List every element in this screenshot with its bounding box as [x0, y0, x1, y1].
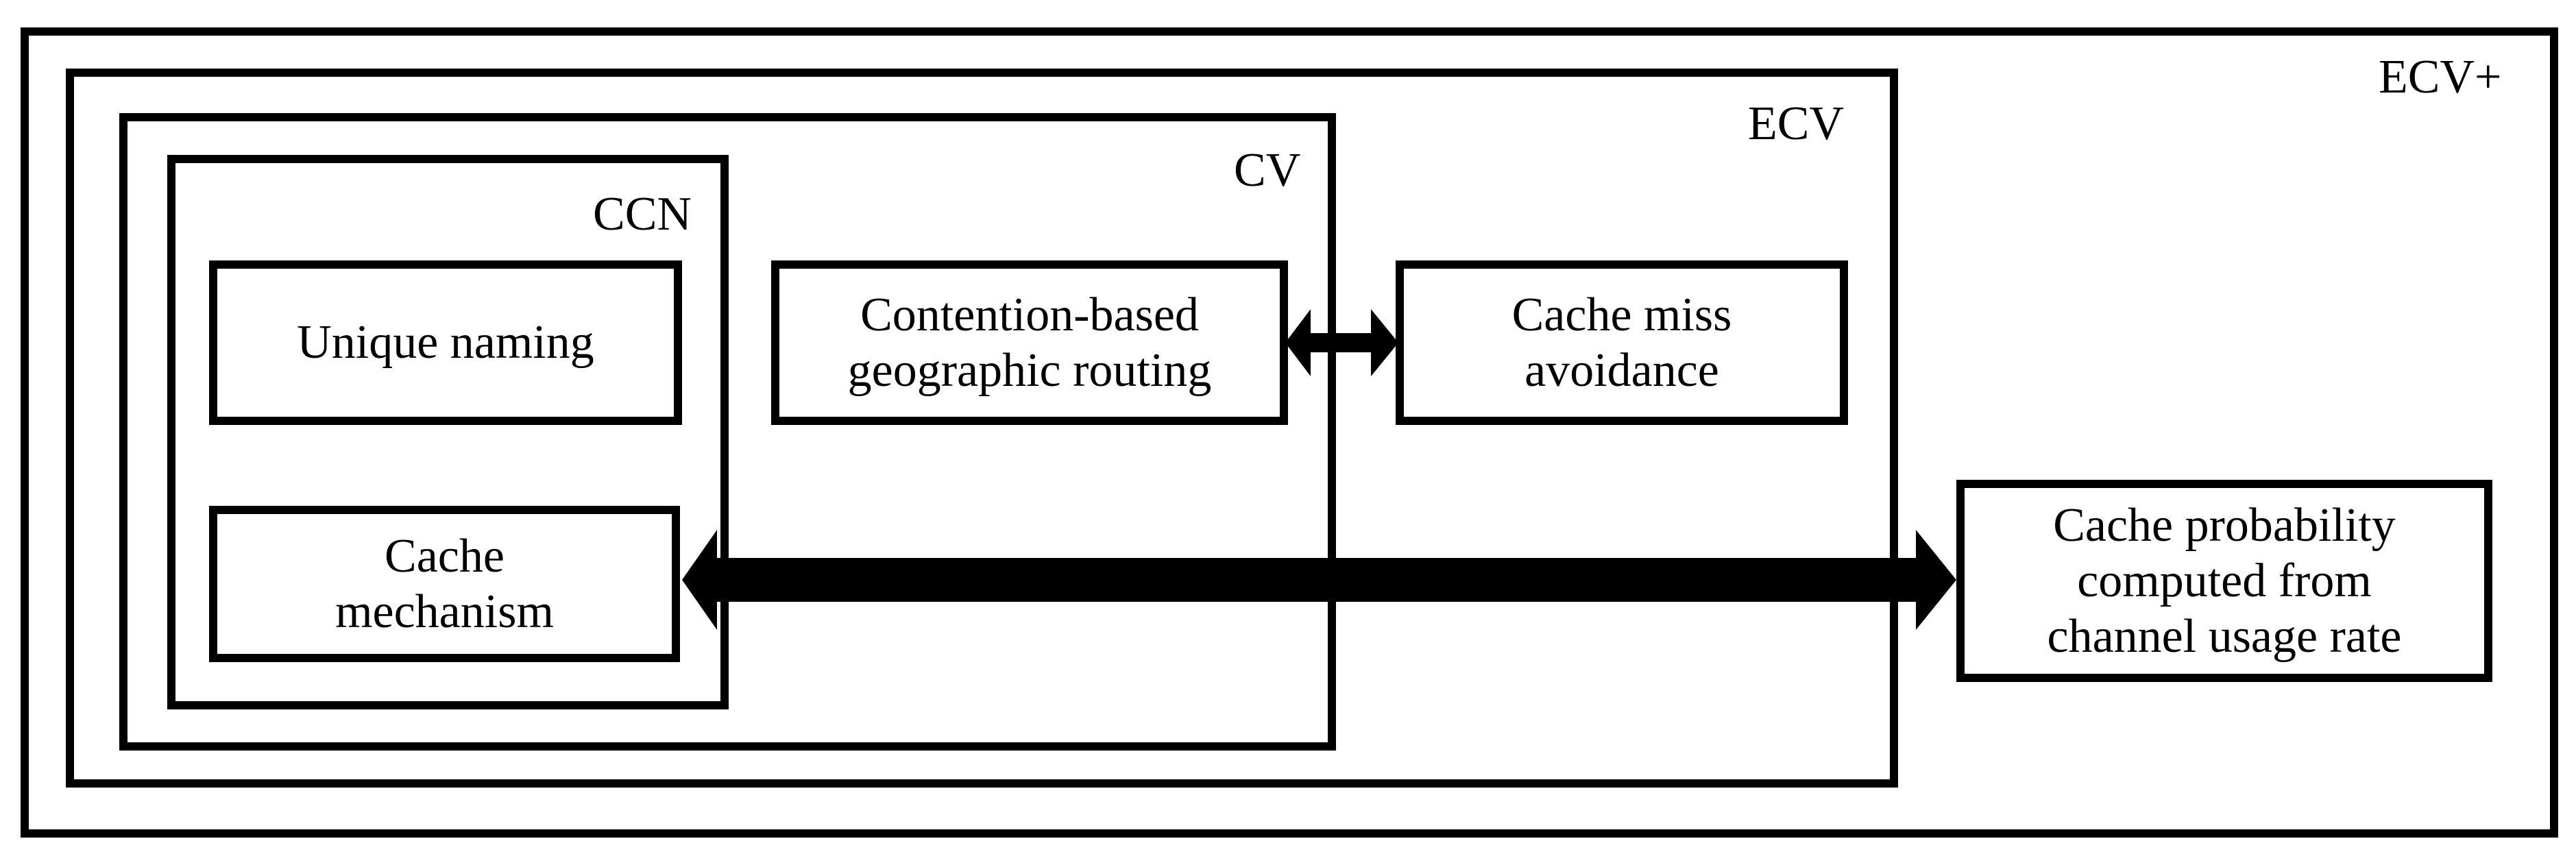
cache-miss-box: Cache miss avoidance — [1396, 260, 1848, 425]
geo-routing-box: Contention-based geographic routing — [771, 260, 1288, 425]
ecv-label: ECV — [1748, 97, 1844, 150]
cv-label: CV — [1234, 144, 1301, 197]
cache-probability-line-2: computed from — [2077, 554, 2372, 607]
geo-routing-line-2: geographic routing — [847, 344, 1212, 397]
cache-miss-line-2: avoidance — [1524, 344, 1719, 397]
unique-naming-line-1: Unique naming — [297, 316, 594, 369]
cache-mechanism-line-1: Cache — [385, 529, 505, 583]
ecv-plus-frame — [21, 27, 2558, 838]
ecv-plus-label: ECV+ — [2379, 51, 2502, 103]
cache-probability-box: Cache probability computed from channel … — [1956, 480, 2492, 682]
unique-naming-box: Unique naming — [209, 260, 682, 425]
cache-mechanism-box: Cache mechanism — [209, 506, 680, 662]
geo-routing-line-1: Contention-based — [860, 288, 1199, 341]
cache-mechanism-line-2: mechanism — [335, 585, 554, 638]
cache-miss-line-1: Cache miss — [1511, 288, 1732, 341]
cache-probability-line-1: Cache probability — [2053, 498, 2396, 552]
ccn-label: CCN — [593, 188, 692, 241]
ecv-frame — [66, 69, 1898, 788]
cache-probability-line-3: channel usage rate — [2047, 610, 2402, 663]
